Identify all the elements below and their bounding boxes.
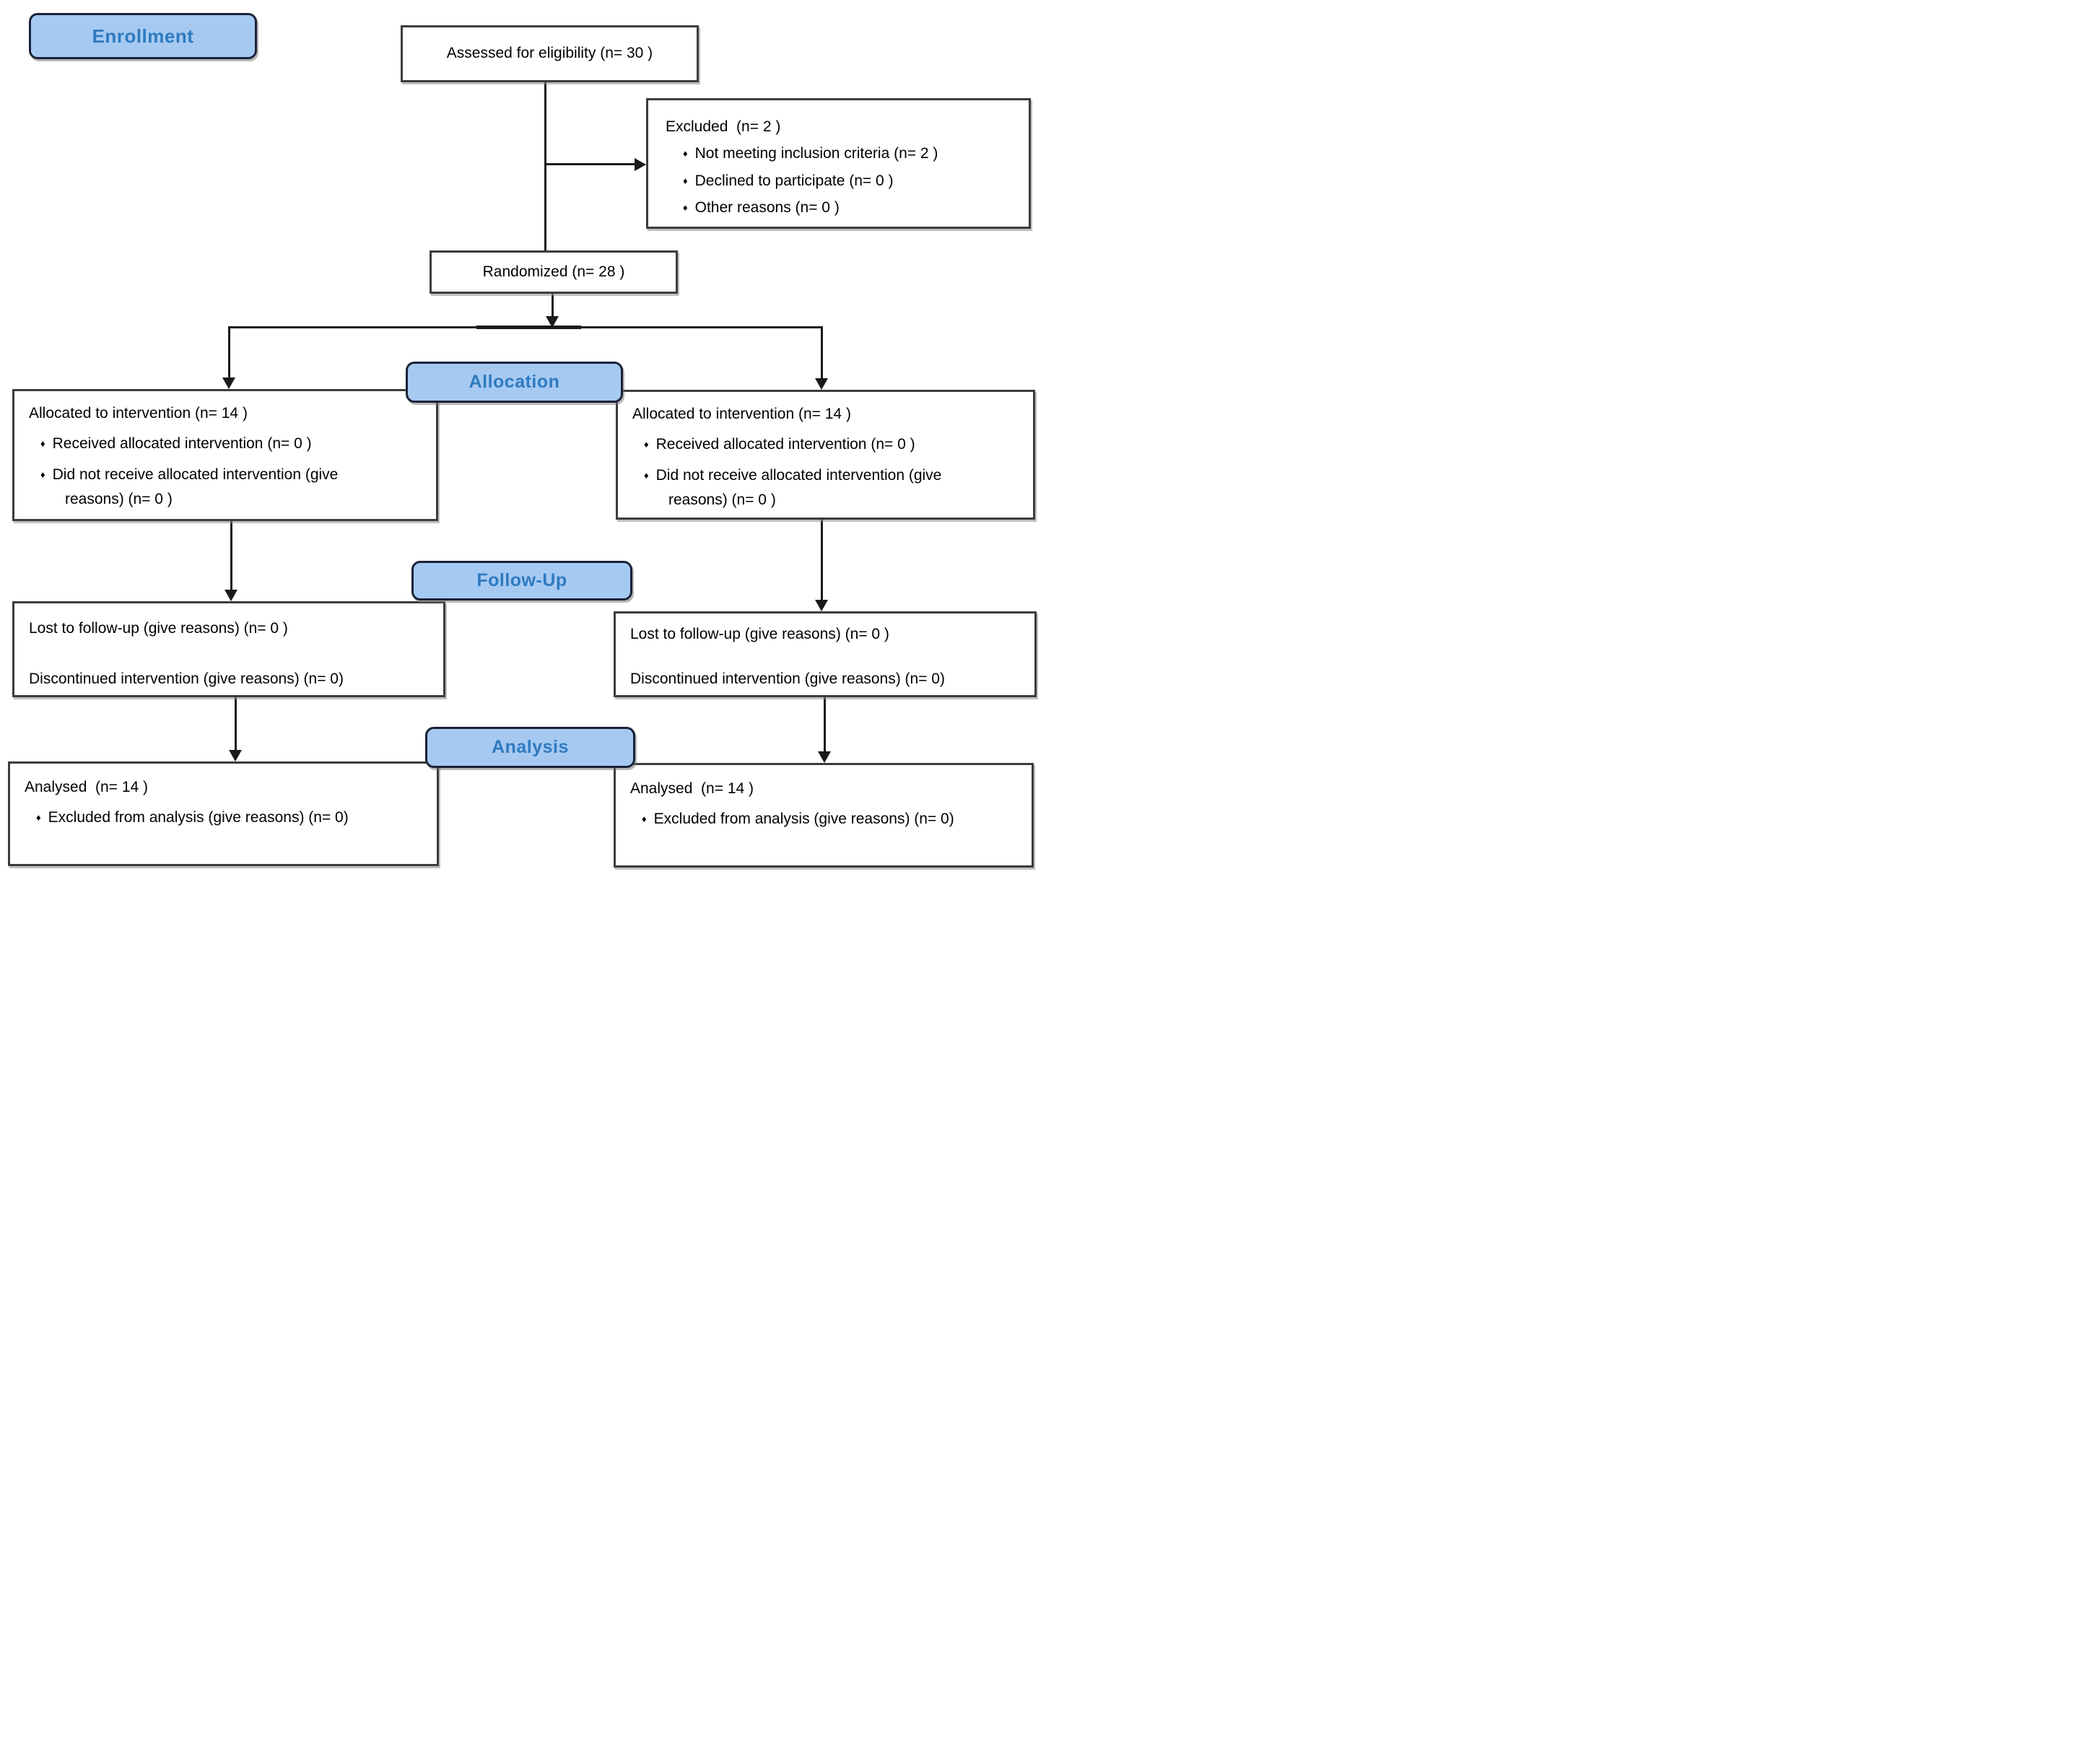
diamond-bullet-icon: ♦ bbox=[683, 148, 688, 160]
connector-randomized-to-split bbox=[552, 294, 554, 318]
analysis-right-title: Analysed (n= 14 ) bbox=[630, 780, 754, 797]
excluded-bullet-3: ♦Other reasons (n= 0 ) bbox=[683, 199, 840, 217]
diamond-bullet-icon: ♦ bbox=[683, 202, 688, 214]
followup-left-line-2: Discontinued intervention (give reasons)… bbox=[29, 671, 344, 688]
diamond-bullet-icon: ♦ bbox=[644, 469, 649, 481]
box-analysis-right: Analysed (n= 14 ) ♦Excluded from analysi… bbox=[614, 763, 1034, 868]
diamond-bullet-icon: ♦ bbox=[36, 812, 41, 824]
diamond-bullet-icon: ♦ bbox=[642, 813, 647, 825]
box-followup-left: Lost to follow-up (give reasons) (n= 0 )… bbox=[12, 601, 445, 697]
arrowhead-analysis-right-icon bbox=[818, 751, 831, 763]
box-allocation-left: Allocated to intervention (n= 14 ) ♦Rece… bbox=[12, 389, 438, 521]
connector-split-to-allocation-left bbox=[228, 326, 230, 378]
stage-label-analysis: Analysis bbox=[425, 727, 635, 768]
arrowhead-allocation-left-icon bbox=[222, 377, 235, 389]
stage-label-analysis-text: Analysis bbox=[492, 737, 569, 757]
box-randomized: Randomized (n= 28 ) bbox=[430, 250, 678, 294]
excluded-bullet-2: ♦Declined to participate (n= 0 ) bbox=[683, 172, 894, 189]
diamond-bullet-icon: ♦ bbox=[644, 439, 649, 450]
analysis-left-title: Analysed (n= 14 ) bbox=[25, 779, 149, 795]
randomized-text: Randomized (n= 28 ) bbox=[482, 263, 625, 280]
stage-label-enrollment: Enrollment bbox=[29, 13, 257, 59]
stage-label-followup-text: Follow-Up bbox=[476, 570, 567, 590]
diamond-bullet-icon: ♦ bbox=[40, 438, 45, 450]
allocation-right-bullet-2: ♦Did not receive allocated intervention … bbox=[644, 466, 942, 484]
excluded-bullet-1: ♦Not meeting inclusion criteria (n= 2 ) bbox=[683, 145, 938, 162]
stage-label-followup: Follow-Up bbox=[411, 561, 632, 601]
diamond-bullet-icon: ♦ bbox=[40, 468, 45, 480]
consort-flow-diagram: Enrollment Allocation Follow-Up Analysis… bbox=[0, 0, 1046, 882]
followup-right-line-1: Lost to follow-up (give reasons) (n= 0 ) bbox=[630, 626, 889, 642]
assessed-text: Assessed for eligibility (n= 30 ) bbox=[446, 45, 653, 62]
allocation-right-continuation: reasons) (n= 0 ) bbox=[668, 492, 776, 509]
arrowhead-followup-right-icon bbox=[815, 600, 828, 611]
analysis-left-bullet: ♦Excluded from analysis (give reasons) (… bbox=[36, 809, 349, 826]
analysis-right-bullet: ♦Excluded from analysis (give reasons) (… bbox=[642, 811, 954, 828]
allocation-left-title: Allocated to intervention (n= 14 ) bbox=[29, 405, 248, 422]
followup-left-line-1: Lost to follow-up (give reasons) (n= 0 ) bbox=[29, 620, 288, 637]
arrowhead-split-icon bbox=[546, 316, 559, 328]
connector-allocation-to-followup-right bbox=[821, 520, 823, 601]
allocation-right-bullet-1: ♦Received allocated intervention (n= 0 ) bbox=[644, 436, 915, 453]
allocation-left-bullet-1: ♦Received allocated intervention (n= 0 ) bbox=[40, 435, 312, 453]
box-allocation-right: Allocated to intervention (n= 14 ) ♦Rece… bbox=[616, 390, 1035, 520]
allocation-right-title: Allocated to intervention (n= 14 ) bbox=[632, 406, 851, 422]
connector-followup-to-analysis-left bbox=[235, 697, 237, 751]
arrowhead-excluded-icon bbox=[635, 158, 646, 171]
followup-right-line-2: Discontinued intervention (give reasons)… bbox=[630, 671, 945, 688]
allocation-left-bullet-2: ♦Did not receive allocated intervention … bbox=[40, 466, 339, 483]
box-followup-right: Lost to follow-up (give reasons) (n= 0 )… bbox=[614, 611, 1037, 697]
connector-split-to-allocation-right bbox=[821, 326, 823, 379]
connector-allocation-to-followup-left bbox=[230, 521, 232, 590]
connector-followup-to-analysis-right bbox=[824, 697, 826, 752]
excluded-title: Excluded (n= 2 ) bbox=[666, 118, 781, 135]
connector-assessed-to-randomized bbox=[544, 82, 546, 250]
box-assessed-for-eligibility: Assessed for eligibility (n= 30 ) bbox=[401, 25, 699, 82]
connector-to-excluded bbox=[545, 163, 636, 165]
box-excluded: Excluded (n= 2 ) ♦Not meeting inclusion … bbox=[646, 98, 1031, 229]
stage-label-allocation: Allocation bbox=[406, 362, 623, 403]
connector-split-thick-segment bbox=[476, 326, 581, 329]
arrowhead-followup-left-icon bbox=[225, 590, 237, 601]
allocation-left-continuation: reasons) (n= 0 ) bbox=[65, 491, 173, 508]
arrowhead-allocation-right-icon bbox=[815, 378, 828, 390]
stage-label-allocation-text: Allocation bbox=[468, 372, 560, 392]
diamond-bullet-icon: ♦ bbox=[683, 175, 688, 186]
stage-label-enrollment-text: Enrollment bbox=[92, 25, 194, 47]
arrowhead-analysis-left-icon bbox=[229, 750, 242, 761]
box-analysis-left: Analysed (n= 14 ) ♦Excluded from analysi… bbox=[8, 761, 439, 866]
